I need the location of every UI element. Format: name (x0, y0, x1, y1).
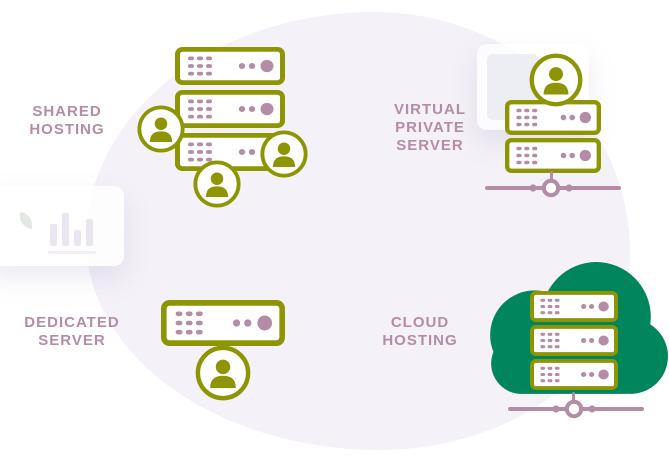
dedicated-server-label: DEDICATED SERVER (14, 314, 130, 350)
server-icon (530, 291, 618, 322)
user-icon (194, 344, 252, 402)
label-line: SHARED (32, 103, 102, 120)
leaf-icon (19, 212, 33, 229)
label-line: SERVER (38, 332, 106, 349)
user-icon (259, 129, 309, 179)
server-icon (175, 90, 285, 128)
network-node-icon (506, 398, 646, 420)
user-icon (136, 104, 186, 154)
cloud-hosting-label: CLOUD HOSTING (367, 314, 473, 350)
label-line: HOSTING (382, 332, 458, 349)
bar-chart-icon (50, 213, 93, 246)
label-line: VIRTUAL (394, 101, 466, 118)
vps-server-stack (505, 100, 601, 173)
label-line: HOSTING (29, 121, 105, 138)
server-icon (530, 359, 618, 390)
user-icon (192, 159, 242, 209)
user-icon (528, 52, 584, 108)
network-connector (572, 392, 575, 402)
server-icon (530, 325, 618, 356)
label-line: DEDICATED (24, 314, 120, 331)
ghost-chart (19, 212, 96, 254)
ghost-chart-card (0, 186, 124, 266)
cloud-server-stack (530, 291, 618, 390)
label-line: PRIVATE (395, 119, 465, 136)
network-node-icon (483, 177, 623, 199)
vps-label: VIRTUAL PRIVATE SERVER (377, 101, 483, 155)
server-icon (175, 47, 285, 85)
shared-hosting-label: SHARED HOSTING (10, 103, 124, 139)
label-line: SERVER (396, 137, 464, 154)
label-line: CLOUD (390, 314, 450, 331)
network-connector (550, 171, 553, 181)
server-icon (161, 300, 285, 346)
server-icon (505, 138, 601, 173)
